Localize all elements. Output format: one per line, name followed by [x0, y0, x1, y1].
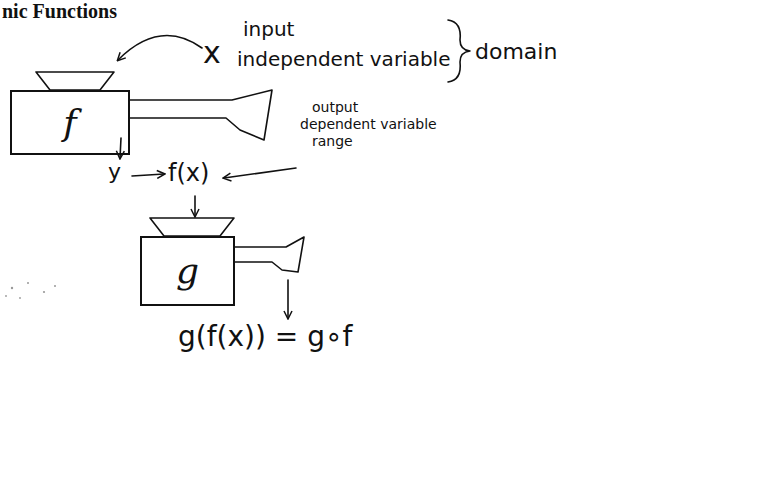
note: dependent variable [300, 117, 437, 132]
output-spout [235, 237, 304, 272]
output-arrow [120, 138, 121, 158]
output-expression: f(x) [168, 160, 209, 186]
note: independent variable [237, 48, 450, 70]
function-name: g [176, 253, 199, 289]
output-variable: y [108, 160, 121, 184]
input-funnel [36, 72, 114, 90]
pointer-arrow [224, 168, 296, 178]
input-funnel [150, 218, 234, 236]
note: output [312, 100, 358, 115]
function-box: f [10, 90, 130, 155]
input-variable: x [203, 36, 221, 69]
brace [448, 20, 470, 82]
feed-arrow [194, 196, 196, 216]
function-box: g [140, 236, 235, 306]
maps-to-arrow [132, 174, 164, 176]
note: input [243, 18, 294, 40]
composition-formula: g(f(x)) = g∘f [178, 322, 352, 353]
output-arrow [287, 280, 289, 318]
input-arrow [118, 36, 202, 61]
note: domain [475, 40, 557, 64]
output-spout [130, 90, 272, 140]
note: range [312, 134, 353, 149]
title: nic Functions [2, 0, 117, 23]
function-name: f [63, 105, 76, 141]
